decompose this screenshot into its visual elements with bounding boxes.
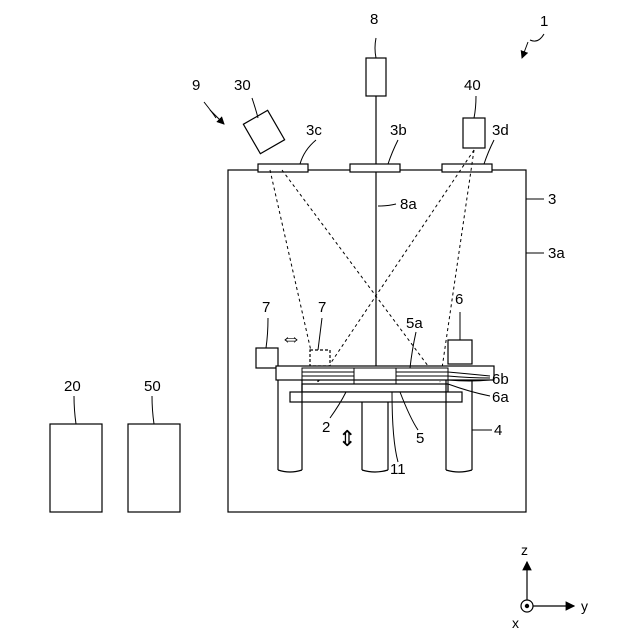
camera-40-box — [463, 118, 485, 148]
z-axis-label: z — [521, 542, 528, 558]
horizontal-arrow-icon: ⇔ — [280, 325, 302, 350]
label-powder-top: 6b — [492, 371, 509, 388]
x-axis-label: x — [512, 615, 519, 631]
label-controller-20: 20 — [64, 378, 81, 395]
label-build-plate: 5 — [416, 430, 424, 447]
label-stage: 11 — [390, 461, 406, 478]
leg-center — [362, 402, 388, 470]
leader-7-left — [266, 318, 268, 348]
label-heater: 6 — [455, 291, 463, 308]
leg-center-cut — [362, 470, 388, 472]
leader-7-right — [318, 318, 322, 350]
top-unit-box — [366, 58, 386, 96]
label-chamber: 3 — [548, 191, 556, 208]
x-axis-dot-icon — [525, 604, 529, 608]
y-axis-label: y — [581, 598, 588, 614]
label-camera-40: 40 — [464, 77, 481, 94]
pointer-1 — [522, 42, 528, 58]
label-window-3d: 3d — [492, 122, 509, 139]
leader-40 — [474, 96, 476, 118]
leader-8a — [378, 204, 396, 206]
camera-30-box — [243, 110, 284, 153]
label-chamber-wall: 3a — [548, 245, 565, 262]
heater-6 — [448, 340, 472, 364]
recoater-7-left — [256, 348, 278, 368]
recoater-7-right — [310, 350, 330, 366]
base-plate-2 — [290, 392, 462, 402]
leader-20 — [74, 396, 76, 424]
label-powder-bottom: 6a — [492, 389, 509, 406]
vertical-arrow-icon: ⇕ — [338, 426, 356, 451]
leader-50 — [152, 396, 154, 424]
label-legs: 4 — [494, 422, 502, 439]
label-build-plate-top: 5a — [406, 315, 423, 332]
leader-3b — [388, 140, 398, 164]
label-camera-30: 30 — [234, 77, 251, 94]
window-3b — [350, 164, 400, 172]
label-recoater-left: 7 — [262, 299, 270, 316]
label-apparatus: 1 — [540, 13, 548, 30]
window-3d — [442, 164, 492, 172]
label-base-plate: 2 — [322, 419, 330, 436]
controller-50-box — [128, 424, 180, 512]
build-plate-5 — [302, 384, 448, 392]
leader-30 — [252, 98, 258, 118]
leader-5a — [410, 332, 416, 368]
label-top-unit: 8 — [370, 11, 378, 28]
controller-20-box — [50, 424, 102, 512]
label-window-3c: 3c — [306, 122, 322, 139]
label-window-3b: 3b — [390, 122, 407, 139]
leg-left-cut — [278, 470, 302, 472]
label-optics: 9 — [192, 77, 200, 94]
leader-1 — [530, 34, 544, 41]
leg-right-cut — [446, 470, 472, 472]
label-controller-50: 50 — [144, 378, 161, 395]
label-recoater-right: 7 — [318, 299, 326, 316]
label-beam: 8a — [400, 196, 417, 213]
pointer-9 — [210, 110, 224, 124]
chamber-outline — [228, 170, 526, 512]
leader-8 — [375, 38, 376, 58]
leader-3c — [300, 140, 316, 164]
